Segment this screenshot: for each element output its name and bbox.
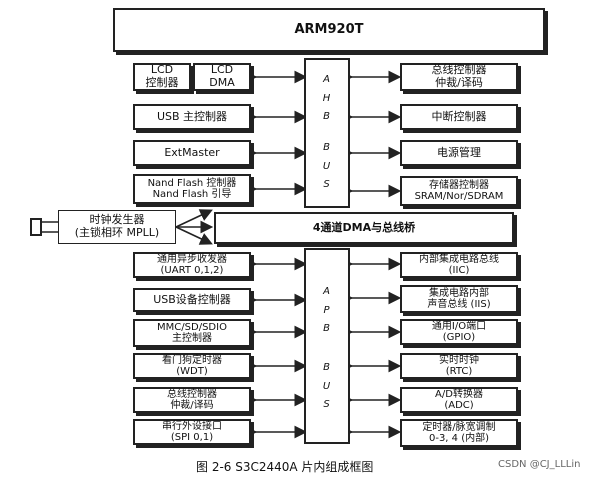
spi-line2: (SPI 0,1) xyxy=(170,432,214,443)
apb-bus-letter-s: S xyxy=(323,399,331,410)
ahb-bus-letter-u: U xyxy=(322,160,332,172)
clock-generator-line1: 时钟发生器 xyxy=(89,213,145,227)
usb-host-controller-label: USB 主控制器 xyxy=(156,109,228,123)
memory-controller-line2: SRAM/Nor/SDRAM xyxy=(414,191,504,202)
watchdog-timer-block: 看门狗定时器(WDT) xyxy=(133,353,251,379)
iis-line2: 声音总线 (IIS) xyxy=(427,299,491,310)
apb-bus-letter-u: U xyxy=(322,380,332,392)
iic-line2: (IIC) xyxy=(448,265,470,276)
usb-host-controller-block: USB 主控制器 xyxy=(133,104,251,130)
usb-device-controller-label: USB设备控制器 xyxy=(153,292,231,306)
power-management-label: 电源管理 xyxy=(437,145,481,159)
nand-flash-line1: Nand Flash 控制器 xyxy=(147,177,237,189)
lcd-controller-line1: LCD xyxy=(150,63,174,77)
nand-flash-line2: Nand Flash 引导 xyxy=(152,189,232,200)
gpio-line2: (GPIO) xyxy=(442,332,476,343)
apb-bus-arbiter-line1: 总线控制器 xyxy=(167,388,217,400)
ahb-letter-a: A xyxy=(323,74,331,85)
ahb-letter-b: B xyxy=(323,111,331,122)
iis-block: 集成电路内部声音总线 (IIS) xyxy=(400,285,518,313)
timer-pwm-line2: 0-3, 4 (内部) xyxy=(428,433,490,444)
dma-bus-bridge-block: 4通道DMA与总线桥 xyxy=(214,212,514,244)
rtc-block: 实时时钟(RTC) xyxy=(400,353,518,379)
power-management-block: 电源管理 xyxy=(400,140,518,166)
interrupt-controller-label: 中断控制器 xyxy=(431,109,487,123)
bus-arbiter-block: 总线控制器仲裁/译码 xyxy=(400,63,518,91)
lcd-dma-line2: DMA xyxy=(209,76,235,89)
mmc-sd-sdio-line2: 主控制器 xyxy=(172,333,212,344)
apb-letter-p: P xyxy=(323,304,331,316)
spi-line1: 串行外设接口 xyxy=(162,420,222,432)
memory-controller-line1: 存储器控制器 xyxy=(429,179,489,191)
bus-arbiter-line1: 总线控制器 xyxy=(431,63,487,77)
lcd-dma-line1: LCD xyxy=(210,63,234,77)
uart-line1: 通用异步收发器 xyxy=(157,253,227,265)
apb-letter-a: A xyxy=(323,286,331,297)
lcd-controller-line2: 控制器 xyxy=(145,76,179,89)
ahb-letter-h: H xyxy=(322,92,332,104)
watchdog-timer-line2: (WDT) xyxy=(176,366,208,377)
extmaster-block: ExtMaster xyxy=(133,140,251,166)
ahb-bus: A H B B U S xyxy=(304,58,350,208)
dma-bus-bridge-label: 4通道DMA与总线桥 xyxy=(312,220,416,234)
arm920t-core: ARM920T xyxy=(113,8,545,52)
watchdog-timer-line1: 看门狗定时器 xyxy=(162,354,222,366)
iis-line1: 集成电路内部 xyxy=(428,287,489,299)
apb-letter-b: B xyxy=(323,323,331,334)
clock-generator-block: 时钟发生器(主锁相环 MPLL) xyxy=(58,210,176,244)
rtc-line1: 实时时钟 xyxy=(439,354,479,366)
usb-device-controller-block: USB设备控制器 xyxy=(133,288,251,312)
apb-bus-arbiter-block: 总线控制器仲裁/译码 xyxy=(133,387,251,413)
csdn-watermark: CSDN @CJ_LLLin xyxy=(498,459,581,470)
rtc-line2: (RTC) xyxy=(445,366,473,377)
arm920t-label: ARM920T xyxy=(294,21,364,37)
extmaster-label: ExtMaster xyxy=(164,145,220,159)
figure-caption: 图 2-6 S3C2440A 片内组成框图 xyxy=(196,460,374,474)
gpio-line1: 通用I/O端口 xyxy=(431,320,487,332)
ahb-bus-letter-b: B xyxy=(323,142,331,153)
apb-bus-letter-b: B xyxy=(323,362,331,373)
adc-block: A/D转换器(ADC) xyxy=(400,387,518,413)
spi-block: 串行外设接口(SPI 0,1) xyxy=(133,419,251,445)
clock-generator-line2: (主锁相环 MPLL) xyxy=(74,226,160,239)
mmc-sd-sdio-line1: MMC/SD/SDIO xyxy=(157,321,227,333)
bus-arbiter-line2: 仲裁/译码 xyxy=(435,76,483,89)
timer-pwm-line1: 定时器/脉宽调制 xyxy=(422,421,496,433)
iic-line1: 内部集成电路总线 xyxy=(419,253,499,265)
adc-line2: (ADC) xyxy=(444,400,474,411)
iic-block: 内部集成电路总线(IIC) xyxy=(400,252,518,278)
adc-line1: A/D转换器 xyxy=(435,388,483,400)
uart-line2: (UART 0,1,2) xyxy=(160,265,224,276)
uart-block: 通用异步收发器(UART 0,1,2) xyxy=(133,252,251,278)
crystal-oscillator-icon xyxy=(30,218,42,236)
ahb-bus-letter-s: S xyxy=(323,179,331,190)
apb-bus: A P B B U S xyxy=(304,248,350,444)
interrupt-controller-block: 中断控制器 xyxy=(400,104,518,130)
gpio-block: 通用I/O端口(GPIO) xyxy=(400,319,518,345)
apb-bus-arbiter-line2: 仲裁/译码 xyxy=(170,400,214,411)
